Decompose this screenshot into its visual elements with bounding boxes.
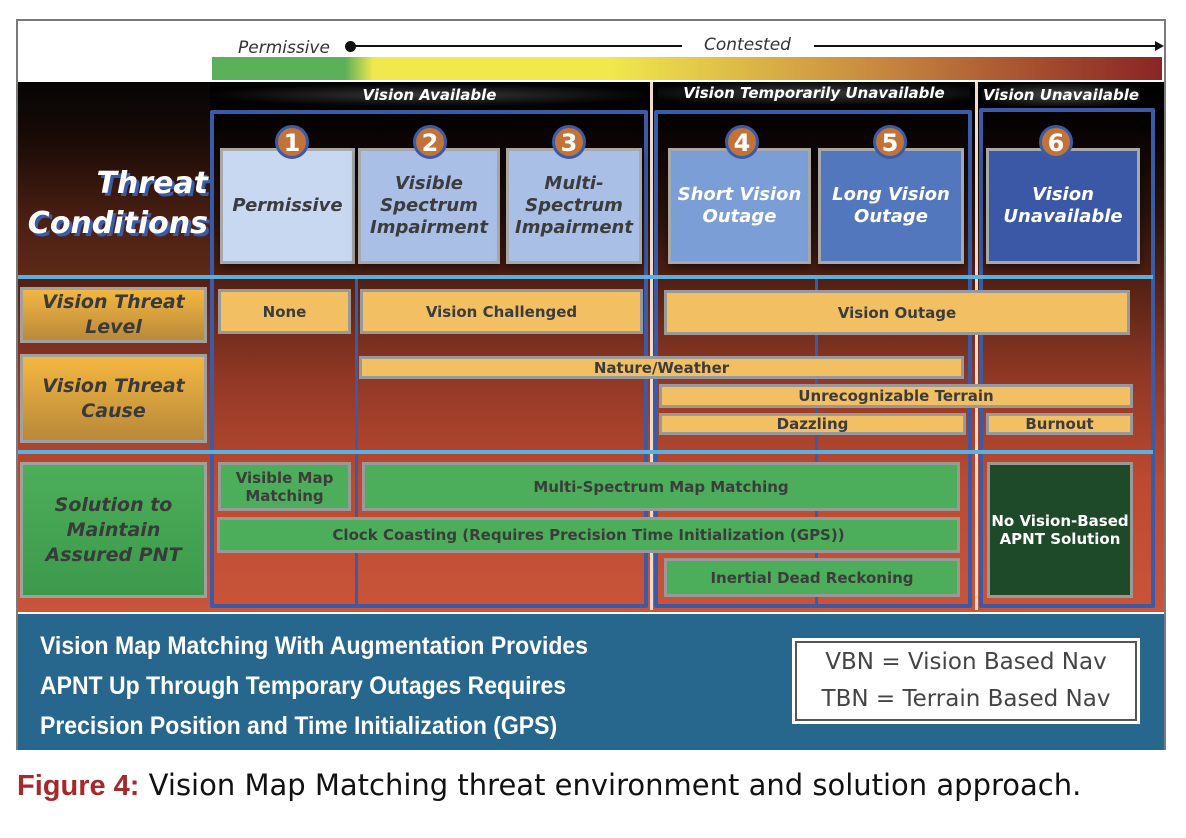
solution-inertial-dead-reckoning: Inertial Dead Reckoning <box>664 558 960 597</box>
group-title-vision-available: Vision Available <box>212 84 647 106</box>
solution-clock-coasting: Clock Coasting (Requires Precision Time … <box>217 517 960 553</box>
condition-number-badge: 2 <box>413 125 447 159</box>
threat-level-vision-challenged: Vision Challenged <box>360 289 643 334</box>
threat-conditions-title: Threat Conditions <box>20 164 208 244</box>
threat-cause-nature-weather: Nature/Weather <box>359 356 964 379</box>
condition-card-vision-unavailable: Vision Unavailable <box>986 148 1140 264</box>
arrow-right-icon <box>1155 41 1164 51</box>
figure-caption: Figure 4: Vision Map Matching threat env… <box>17 768 1081 803</box>
summary-line-3: Precision Position and Time Initializati… <box>40 712 558 740</box>
threat-title-line-1: Threat <box>96 166 208 201</box>
row-label-vision-threat-cause: Vision Threat Cause <box>20 354 207 443</box>
summary-line-1: Vision Map Matching With Augmentation Pr… <box>40 632 589 660</box>
scale-line-left <box>350 45 682 47</box>
abbreviation-vbn: VBN = Vision Based Nav <box>825 649 1107 675</box>
threat-level-vision-outage: Vision Outage <box>664 290 1130 335</box>
row-label-solution: Solution to Maintain Assured PNT <box>20 462 207 598</box>
condition-number-badge: 5 <box>873 125 907 159</box>
scale-end-label: Contested <box>704 35 791 55</box>
solution-no-vision-based-apnt: No Vision-Based APNT Solution <box>987 462 1133 598</box>
summary-line-2: APNT Up Through Temporary Outages Requir… <box>40 672 567 700</box>
caption-text: Vision Map Matching threat environment a… <box>139 768 1082 802</box>
caption-label: Figure 4: <box>17 770 140 802</box>
threat-cause-unrecognizable-terrain: Unrecognizable Terrain <box>659 384 1133 408</box>
threat-cause-burnout: Burnout <box>986 413 1133 435</box>
threat-title-background <box>18 82 210 277</box>
condition-card-permissive: Permissive <box>220 148 355 264</box>
row-divider <box>18 275 1153 279</box>
threat-title-line-2: Conditions <box>27 206 208 241</box>
abbreviations-box: VBN = Vision Based Nav TBN = Terrain Bas… <box>792 638 1140 724</box>
column-divider <box>815 278 818 604</box>
condition-number-badge: 3 <box>552 125 586 159</box>
row-label-vision-threat-level: Vision Threat Level <box>20 287 207 343</box>
condition-number-badge: 6 <box>1039 125 1073 159</box>
summary-text: Vision Map Matching With Augmentation Pr… <box>40 626 702 746</box>
group-separator <box>650 82 653 610</box>
condition-card-long-vision-outage: Long Vision Outage <box>818 148 964 264</box>
row-divider <box>18 450 1153 454</box>
column-divider <box>355 278 358 604</box>
scale-start-label: Permissive <box>238 38 330 58</box>
solution-visible-map-matching: Visible Map Matching <box>218 462 351 511</box>
threat-level-none: None <box>218 289 351 334</box>
abbreviations-inner: VBN = Vision Based Nav TBN = Terrain Bas… <box>795 641 1137 721</box>
condition-number-badge: 4 <box>725 125 759 159</box>
condition-card-short-vision-outage: Short Vision Outage <box>668 148 811 264</box>
abbreviation-tbn: TBN = Terrain Based Nav <box>821 686 1111 712</box>
group-title-vision-unavailable: Vision Unavailable <box>982 84 1140 106</box>
condition-number-badge: 1 <box>275 125 309 159</box>
condition-card-multi-spectrum-impairment: Multi-Spectrum Impairment <box>506 148 642 264</box>
threat-cause-dazzling: Dazzling <box>659 413 966 435</box>
group-separator <box>975 82 978 610</box>
group-title-vision-temporarily-unavailable: Vision Temporarily Unavailable <box>658 82 970 104</box>
solution-multi-spectrum-map-matching: Multi-Spectrum Map Matching <box>362 462 960 511</box>
threat-gradient-bar <box>212 57 1162 80</box>
scale-line-right <box>814 45 1156 47</box>
condition-card-visible-spectrum-impairment: Visible Spectrum Impairment <box>358 148 500 264</box>
group-box-vision-unavailable <box>979 108 1155 608</box>
